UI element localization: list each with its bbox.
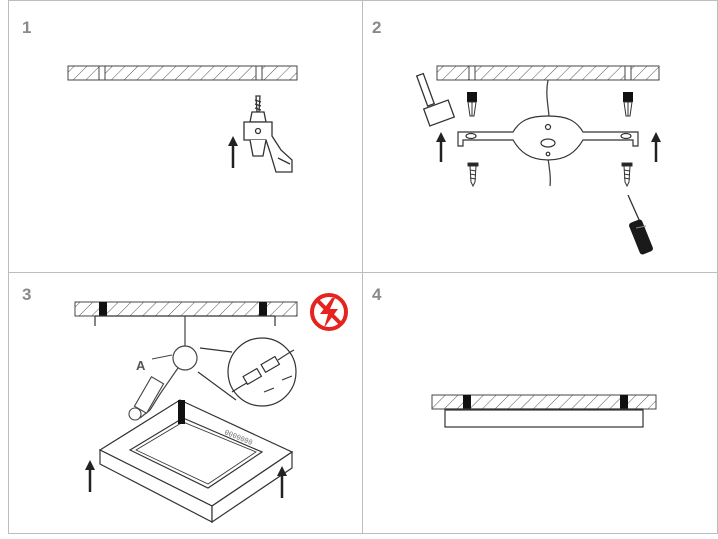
screw [467,162,479,188]
wall-plug [467,92,477,117]
callout-line [151,354,173,360]
hammer-icon [415,72,456,127]
screwdriver-icon [627,194,653,255]
wall-plug [623,92,633,117]
wall-plug [259,302,267,316]
up-arrow-icon [277,466,287,498]
drill-hole [98,65,106,81]
step-number: 2 [372,18,382,37]
no-power-warning-icon [310,293,348,331]
drill-icon [243,95,293,173]
step-number: 3 [22,285,32,304]
wall-plug [99,302,107,316]
drill-hole [624,65,632,81]
step-number: 4 [372,285,382,304]
panel-1 [67,65,298,173]
up-arrow-icon [436,132,446,162]
screw [621,162,633,188]
ceiling-slab [67,65,298,81]
up-arrow-icon [85,460,95,492]
up-arrow-icon [228,136,238,168]
panel-4 [431,394,657,428]
wall-plug [620,395,628,409]
panel-2 [415,65,661,255]
square-panel-light [444,408,644,428]
panel-3: 0000000 [74,293,348,524]
power-cable [139,316,198,419]
up-arrow-icon [651,132,661,162]
drill-hole [468,65,476,81]
connector-magnifier [197,337,297,407]
mounting-bracket [457,115,639,161]
drill-hole [255,65,263,81]
square-panel-light: 0000000 [98,399,294,524]
callout-label: A [136,358,146,373]
led-driver [128,376,165,421]
wall-plug [463,395,471,409]
step-number: 1 [22,18,32,37]
